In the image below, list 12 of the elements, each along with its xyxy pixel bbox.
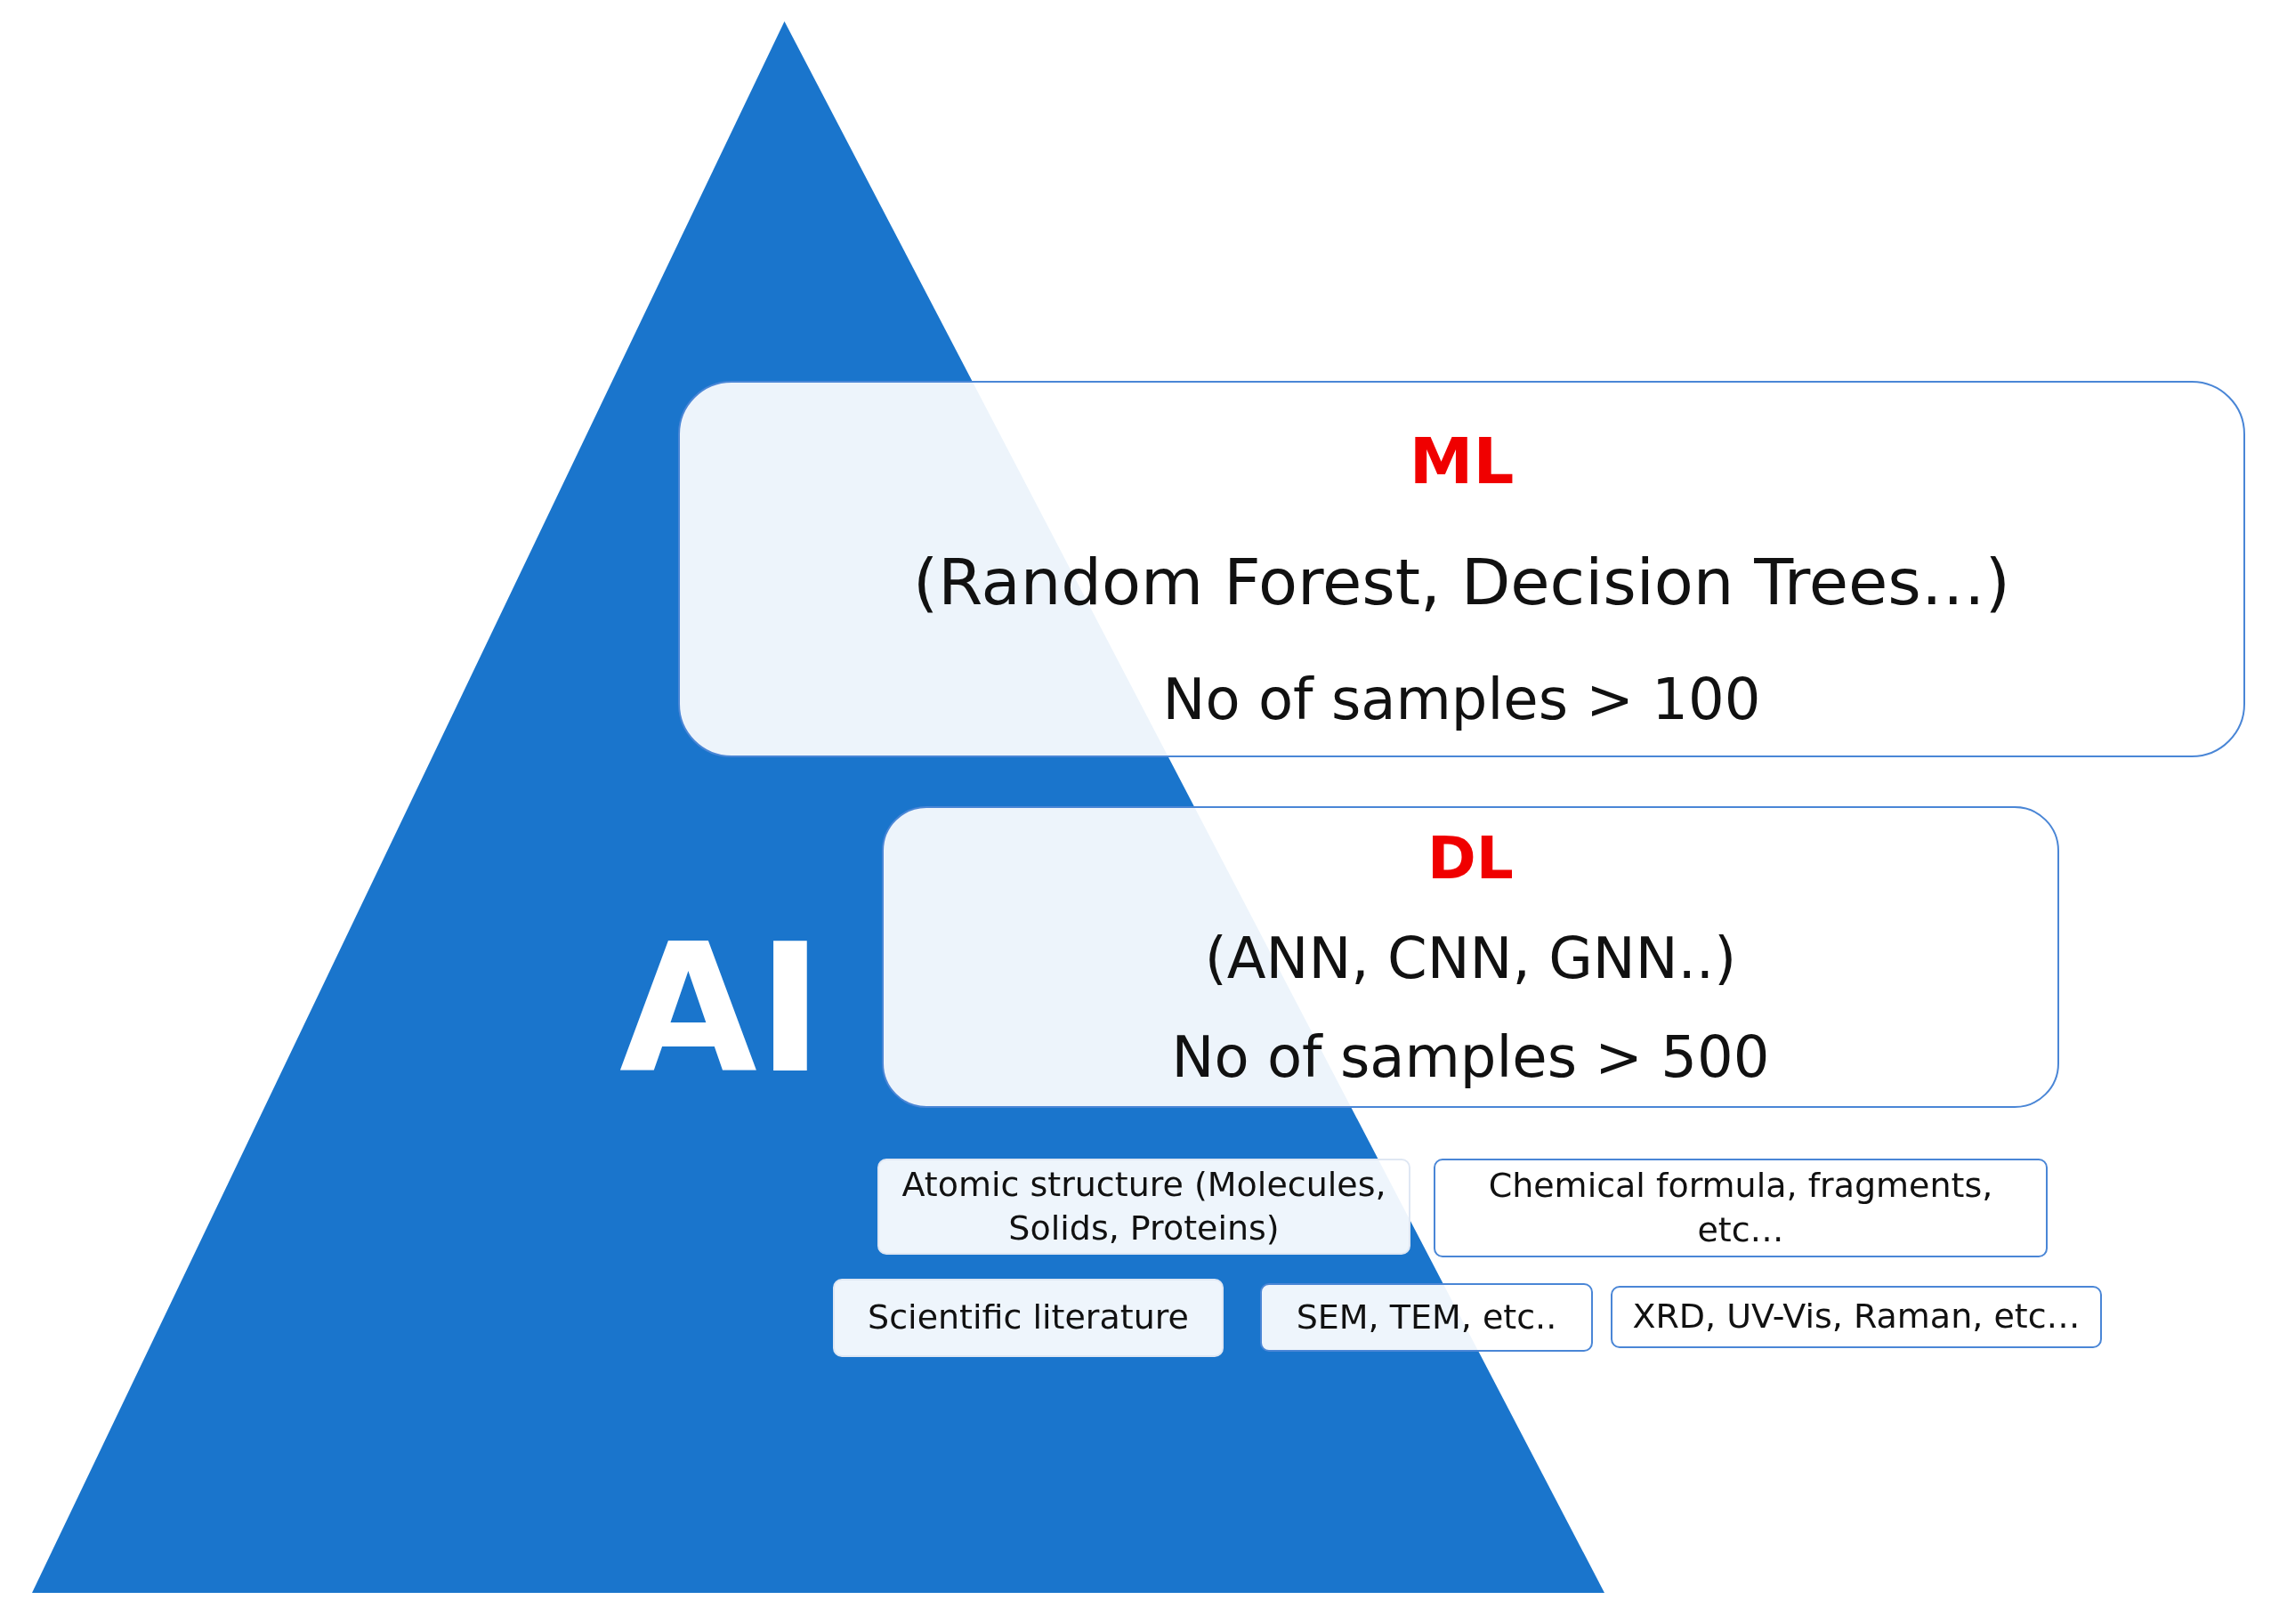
panel-text: (Random Forest, Decision Trees…) — [913, 545, 2010, 620]
data-type-tag: Scientific literature — [833, 1279, 1224, 1357]
panel-text: No of samples > 100 — [1162, 666, 1761, 732]
category-panel — [882, 806, 2059, 1108]
panel-text: No of samples > 500 — [1171, 1023, 1770, 1090]
panel-text: (ANN, CNN, GNN..) — [1204, 925, 1737, 991]
data-type-tag: Chemical formula, fragments, etc… — [1434, 1159, 2048, 1257]
category-panel — [678, 381, 2245, 757]
pyramid-label: AI — [619, 920, 824, 1098]
panel-title: ML — [1409, 424, 1515, 499]
data-type-tag: XRD, UV-Vis, Raman, etc… — [1611, 1286, 2102, 1348]
panel-title: DL — [1427, 824, 1514, 893]
